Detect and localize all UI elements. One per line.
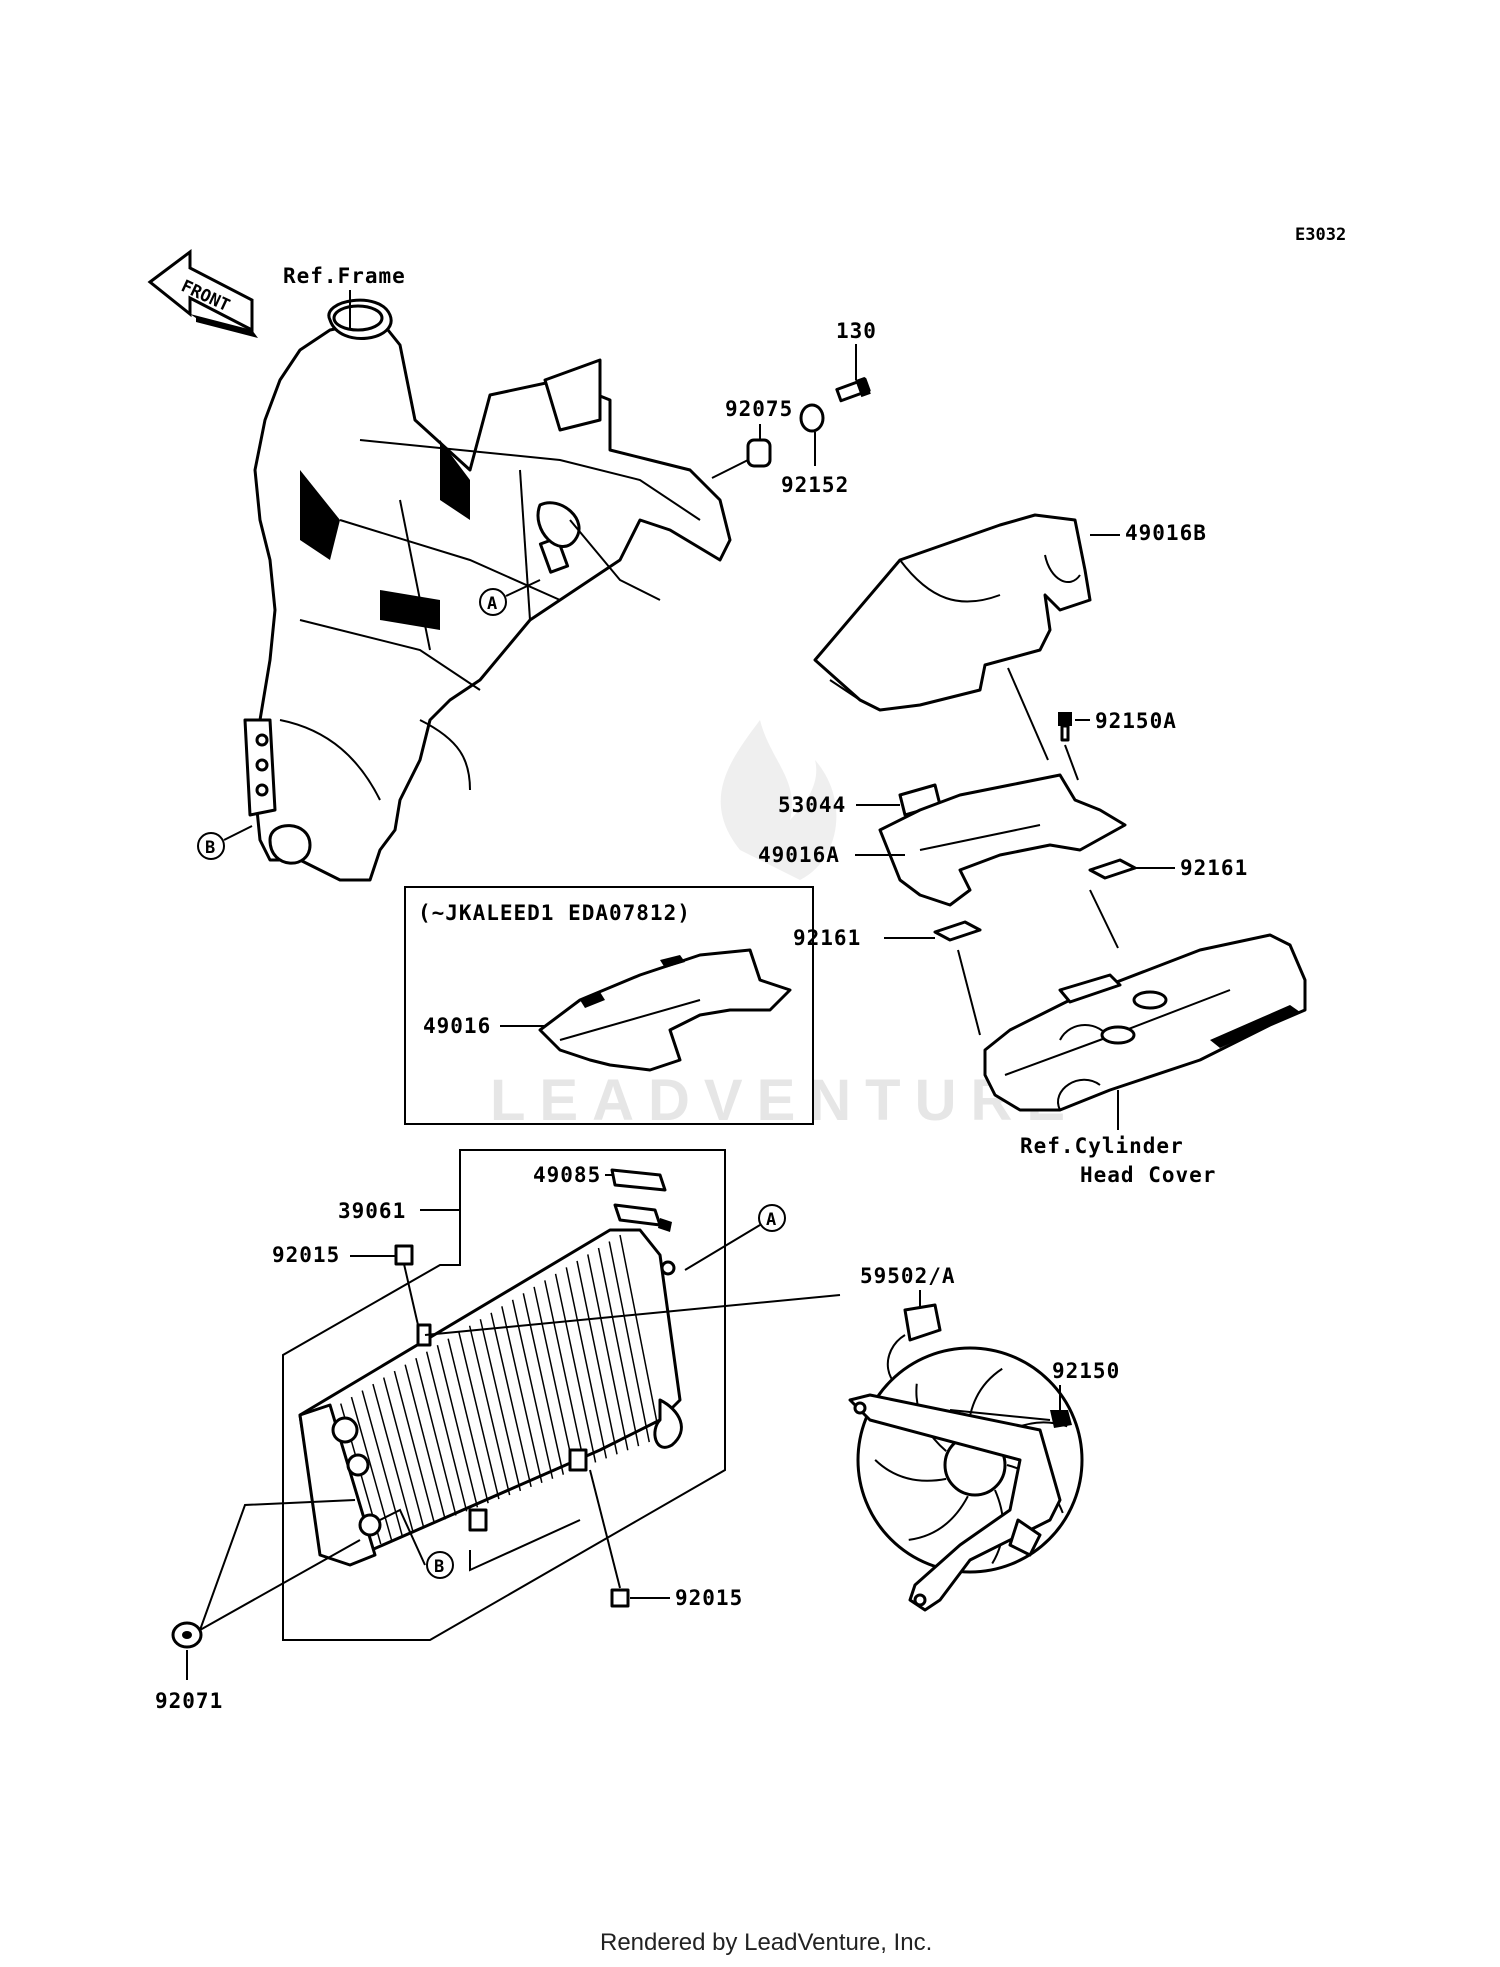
radiator-assembly-bracket: 39061 49085 [282, 1149, 726, 1641]
diagram-code: E3032 [1295, 225, 1346, 245]
radiator-fin [404, 1364, 446, 1520]
radiator-fin [511, 1299, 554, 1479]
radiator-fin [544, 1280, 586, 1467]
part-92161-left: 92161 [793, 920, 982, 1036]
part-49085 [610, 1168, 672, 1232]
radiator-fin [393, 1370, 436, 1524]
watermark: LEADVENTURE [490, 720, 1079, 1133]
svg-text:49016A: 49016A [758, 843, 840, 867]
radiator-fin [554, 1273, 597, 1463]
radiator-fin [479, 1319, 522, 1492]
svg-text:53044: 53044 [778, 793, 846, 817]
part-49085-label: 49085 [533, 1163, 601, 1187]
part-92071: 92071 [155, 1499, 361, 1713]
radiator-fin [522, 1293, 565, 1475]
marker-a-radiator: A [684, 1204, 786, 1271]
svg-text:A: A [766, 1210, 776, 1230]
watermark-text: LEADVENTURE [490, 1068, 1079, 1133]
svg-text:92071: 92071 [155, 1689, 223, 1713]
footer-credit: Rendered by LeadVenture, Inc. [600, 1929, 932, 1956]
radiator-fin [565, 1267, 608, 1459]
svg-text:92152: 92152 [781, 473, 849, 497]
svg-text:130: 130 [836, 319, 877, 343]
radiator-fin [458, 1332, 500, 1500]
part-49016A: 49016A [758, 773, 1127, 907]
svg-text:B: B [205, 838, 215, 858]
svg-text:92161: 92161 [1180, 856, 1248, 880]
part-92075: 92075 [725, 397, 793, 468]
part-59502-fan: 59502/A [848, 1264, 1084, 1612]
svg-text:49016B: 49016B [1125, 521, 1207, 545]
part-39061: 39061 [338, 1199, 406, 1223]
svg-text:A: A [487, 594, 497, 614]
marker-b-radiator: B [379, 1508, 454, 1579]
svg-text:92075: 92075 [725, 397, 793, 421]
radiator-fin [382, 1377, 425, 1528]
radiator-fin [372, 1383, 414, 1532]
radiator-fin [608, 1241, 650, 1443]
radiator-fin [425, 1351, 468, 1512]
svg-text:92015: 92015 [272, 1243, 340, 1267]
radiator-fin [490, 1312, 532, 1488]
fan-blade [874, 1459, 947, 1482]
svg-text:92150A: 92150A [1095, 709, 1177, 733]
fan-blade [908, 1495, 969, 1541]
radiator-fin [501, 1306, 543, 1483]
radiator-fins [329, 1234, 661, 1549]
radiator [298, 1228, 841, 1567]
part-92150A: 92150A [1058, 709, 1177, 781]
part-92161-right: 92161 [1088, 856, 1248, 949]
inset-part-49016: 49016 [423, 1014, 491, 1038]
marker-b-frame: B [197, 825, 253, 860]
svg-text:B: B [434, 1557, 444, 1577]
part-92152: 92152 [781, 403, 849, 497]
radiator-fin [619, 1234, 661, 1439]
svg-text:92015: 92015 [675, 1586, 743, 1610]
radiator-fin [350, 1396, 393, 1541]
svg-text:92150: 92150 [1052, 1359, 1120, 1383]
cylinder-head-cover: Ref.Cylinder Head Cover [983, 933, 1307, 1187]
part-92015-top: 92015 [272, 1243, 419, 1326]
svg-text:92161: 92161 [793, 926, 861, 950]
radiator-fin [576, 1260, 618, 1455]
inset-label: (~JKALEED1 EDA07812) [418, 901, 691, 925]
marker-a-frame: A [479, 579, 541, 616]
svg-text:Head Cover: Head Cover [1080, 1163, 1216, 1187]
ref-frame-label: Ref.Frame [283, 264, 406, 288]
radiator-fin [533, 1286, 575, 1471]
part-130: 130 [835, 319, 877, 403]
svg-text:59502/A: 59502/A [860, 1264, 956, 1288]
front-arrow-icon: FRONT [147, 249, 258, 338]
radiator-fin [587, 1254, 629, 1451]
radiator-fin [597, 1247, 640, 1447]
svg-text:Ref.Cylinder: Ref.Cylinder [1020, 1134, 1184, 1158]
radiator-fin [447, 1338, 489, 1504]
part-92015-bottom: 92015 [469, 1469, 743, 1610]
inset-box: (~JKALEED1 EDA07812) 49016 [404, 886, 814, 1125]
part-92150: 92150 [949, 1359, 1120, 1428]
radiator-fin [415, 1357, 457, 1516]
part-49016B: 49016B [813, 513, 1207, 761]
radiator-fin [436, 1345, 479, 1508]
radiator-fin [468, 1325, 511, 1496]
